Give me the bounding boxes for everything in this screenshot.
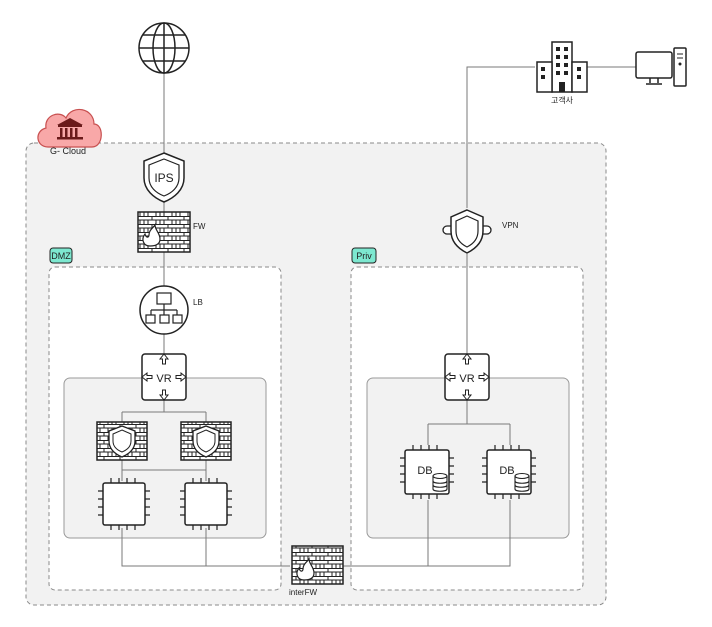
internet-globe-icon <box>138 22 190 74</box>
database-server-icon <box>482 445 536 499</box>
db1-label: DB <box>417 465 432 477</box>
vr-priv-label: VR <box>459 373 474 385</box>
chip-server-icon <box>98 478 150 530</box>
ips-label: IPS <box>154 171 173 185</box>
vr-dmz-label: VR <box>156 373 171 385</box>
dmz-label: DMZ <box>51 251 71 261</box>
customer-label: 고객사 <box>551 95 574 105</box>
dmz-subnet <box>63 377 267 539</box>
ips-shield-icon <box>143 152 185 203</box>
priv-subnet <box>366 377 570 539</box>
database-server-icon <box>400 445 454 499</box>
virtual-router-icon <box>141 353 187 401</box>
inter-firewall-icon <box>291 545 344 585</box>
government-cloud-icon <box>37 108 102 148</box>
lb-label: LB <box>193 298 203 307</box>
priv-label: Priv <box>356 251 372 261</box>
web-firewall-icon <box>96 421 148 461</box>
vpn-shield-icon <box>442 209 492 254</box>
vpn-label: VPN <box>502 221 519 230</box>
load-balancer-icon <box>139 285 189 335</box>
g-cloud-label: G- Cloud <box>50 146 86 156</box>
desktop-computer-icon <box>635 47 687 87</box>
connection-lines <box>121 66 640 567</box>
interfw-label: interFW <box>289 588 317 597</box>
priv-tag <box>351 247 377 264</box>
customer-building-icon <box>536 41 588 93</box>
fw-label: FW <box>193 222 206 231</box>
dmz-tag <box>49 247 73 264</box>
db2-label: DB <box>499 465 514 477</box>
virtual-router-icon <box>444 353 490 401</box>
web-firewall-icon <box>180 421 232 461</box>
chip-server-icon <box>180 478 232 530</box>
firewall-icon <box>137 211 191 253</box>
